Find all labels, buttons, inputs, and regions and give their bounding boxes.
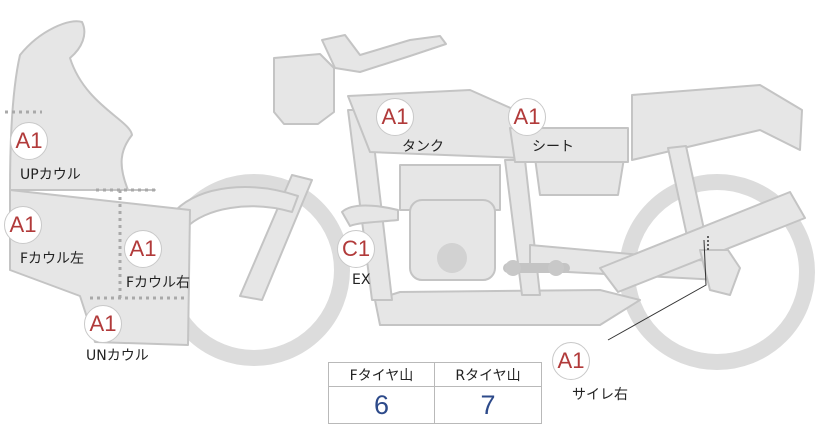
rear-tire-header: Rタイヤ山: [435, 363, 541, 387]
un-cowl-label: UNカウル: [86, 348, 149, 364]
un-cowl-grade-badge: A1: [84, 305, 122, 343]
tank-grade-badge: A1: [376, 98, 414, 136]
lower-cowl: [9, 189, 191, 346]
silencer-right-grade-badge: A1: [552, 342, 590, 380]
f-cowl-left-label: Fカウル左: [20, 251, 85, 267]
silencer: [599, 191, 806, 293]
exhaust-grade-badge: C1: [337, 230, 375, 268]
f-cowl-right-grade-badge: A1: [124, 230, 162, 268]
tire-tread-table: Fタイヤ山 Rタイヤ山 6 7: [328, 362, 542, 424]
tank-label: タンク: [402, 139, 444, 155]
f-cowl-right-label: Fカウル右: [126, 275, 191, 291]
seat: [509, 127, 629, 163]
silencer-tip: [699, 249, 741, 296]
silencer-right-label: サイレ右: [572, 387, 628, 403]
seat-label: シート: [532, 139, 574, 155]
tail-cowl: [631, 84, 803, 161]
exhaust-pipe: [341, 204, 399, 227]
seat-grade-badge: A1: [508, 98, 546, 136]
engine-cover: [437, 243, 467, 273]
rear-tire-value: 7: [480, 389, 496, 420]
front-fender: [175, 186, 299, 229]
front-tire-header: Fタイヤ山: [329, 363, 435, 387]
f-cowl-left-grade-badge: A1: [4, 206, 42, 244]
handlebar: [321, 34, 447, 73]
headlight-cover: [273, 53, 335, 125]
up-cowl-label: UPカウル: [20, 167, 81, 183]
engine-lower: [409, 199, 496, 281]
front-tire-value: 6: [329, 387, 435, 423]
exhaust-label: EX: [352, 272, 371, 288]
silencer-leader-line: [607, 239, 707, 341]
up-cowl-grade-badge: A1: [10, 122, 48, 160]
frame-rail-lower: [374, 289, 641, 326]
